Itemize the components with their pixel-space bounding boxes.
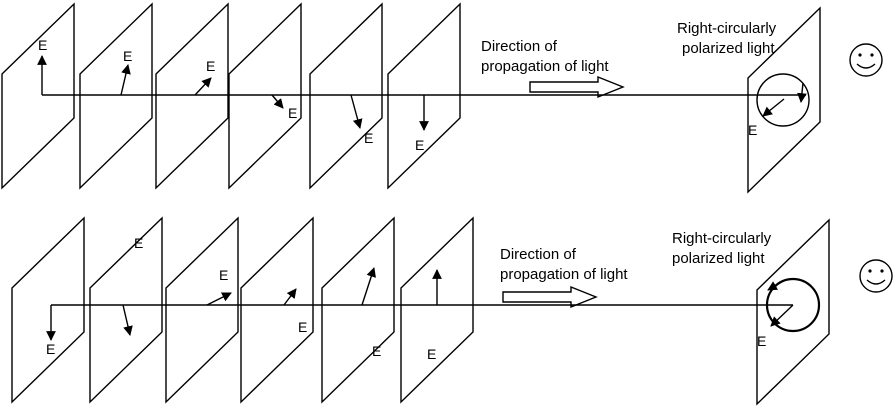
wavefront-plane bbox=[1, 2, 75, 190]
wavefront-plane bbox=[387, 2, 461, 190]
field-vector bbox=[271, 94, 284, 109]
field-label: E bbox=[206, 58, 215, 74]
field-vector bbox=[350, 94, 363, 129]
wavefront-plane bbox=[400, 216, 474, 404]
polarization-circle bbox=[765, 277, 821, 333]
direction-label-line2: propagation of light bbox=[481, 58, 609, 75]
wavefront-plane bbox=[155, 2, 229, 190]
field-vector bbox=[206, 292, 232, 306]
polarization-label-line1: Right-circularly bbox=[677, 20, 777, 37]
field-vector bbox=[762, 98, 785, 117]
wavefront-plane bbox=[165, 216, 239, 404]
direction-label-line2: propagation of light bbox=[500, 266, 628, 283]
field-label: E bbox=[415, 137, 424, 153]
smiley-face-icon bbox=[849, 43, 883, 77]
field-vector bbox=[122, 304, 133, 336]
wavefront-plane bbox=[11, 216, 85, 404]
field-label: E bbox=[748, 122, 757, 138]
field-label: E bbox=[757, 333, 766, 349]
field-label: E bbox=[372, 343, 381, 359]
direction-arrow bbox=[529, 75, 625, 99]
field-label: E bbox=[288, 105, 297, 121]
wavefront-plane bbox=[228, 2, 302, 190]
smiley-face-icon bbox=[859, 259, 893, 293]
polarization-circle bbox=[756, 73, 810, 127]
field-label: E bbox=[38, 37, 47, 53]
wavefront-plane bbox=[321, 216, 395, 404]
wavefront-plane bbox=[309, 2, 383, 190]
field-label: E bbox=[364, 130, 373, 146]
field-label: E bbox=[298, 319, 307, 335]
field-label: E bbox=[123, 48, 132, 64]
field-label: E bbox=[427, 346, 436, 362]
polarization-label-line2: polarized light bbox=[672, 250, 765, 267]
direction-label-line1: Direction of bbox=[500, 246, 577, 263]
direction-label-line1: Direction of bbox=[481, 38, 558, 55]
field-label: E bbox=[134, 235, 143, 251]
wavefront-plane bbox=[79, 2, 153, 190]
field-vector bbox=[283, 288, 297, 306]
field-vector bbox=[194, 77, 212, 96]
direction-arrow bbox=[502, 285, 598, 309]
field-label: E bbox=[219, 267, 228, 283]
observer-plane bbox=[756, 218, 830, 406]
field-vector bbox=[361, 267, 376, 306]
field-vector bbox=[120, 64, 131, 96]
wavefront-plane bbox=[89, 216, 163, 404]
bottom-panel bbox=[11, 216, 893, 406]
polarization-label-line1: Right-circularly bbox=[672, 230, 772, 247]
observer-plane bbox=[747, 6, 821, 194]
top-panel bbox=[1, 2, 883, 194]
polarization-label-line2: polarized light bbox=[682, 40, 775, 57]
wavefront-plane bbox=[240, 216, 314, 404]
field-vector bbox=[770, 304, 794, 327]
circulation-tick bbox=[797, 82, 807, 103]
field-label: E bbox=[46, 341, 55, 357]
circulation-tick bbox=[767, 279, 786, 291]
